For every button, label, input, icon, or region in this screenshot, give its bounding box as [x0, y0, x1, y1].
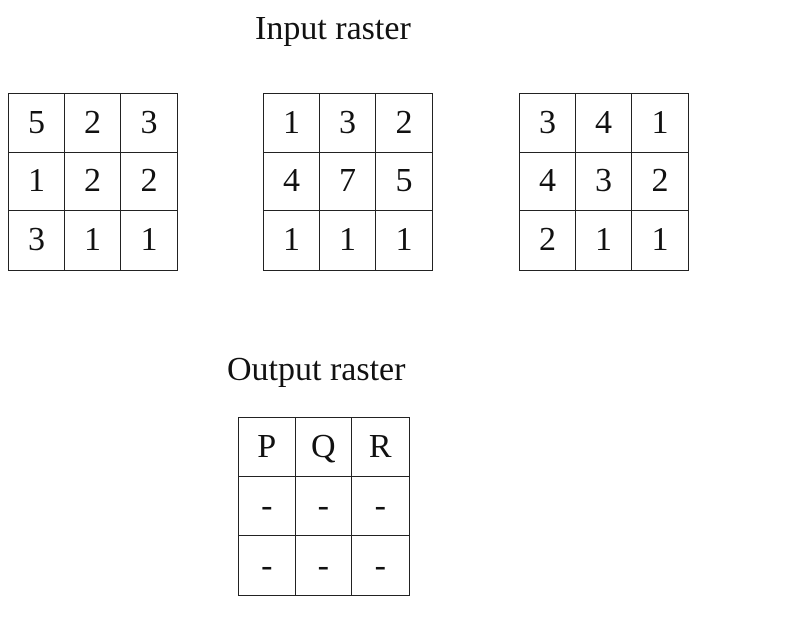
- raster-cell: 2: [520, 211, 576, 270]
- raster-cell: 3: [320, 94, 376, 153]
- raster-cell: -: [374, 546, 386, 584]
- raster-cell: -: [296, 536, 352, 595]
- raster-cell: 1: [651, 221, 669, 259]
- raster-cell: 7: [320, 152, 376, 211]
- raster-cell: 1: [140, 221, 158, 259]
- raster-cell: 1: [395, 221, 413, 259]
- raster-cell: 1: [320, 211, 376, 270]
- input-raster-title: Input raster: [255, 10, 411, 47]
- raster-cell: 2: [65, 94, 121, 153]
- raster-cell: 2: [632, 153, 688, 211]
- raster-cell: R: [352, 418, 409, 477]
- raster-cell: -: [239, 536, 296, 595]
- raster-cell: 1: [9, 152, 65, 211]
- raster-cell: P: [239, 418, 296, 477]
- raster-cell: 3: [121, 94, 177, 153]
- raster-cell: 2: [121, 153, 177, 211]
- raster-cell: 1: [264, 211, 320, 270]
- raster-cell: 4: [264, 152, 320, 211]
- raster-cell: 3: [520, 94, 576, 153]
- raster-cell: 5: [9, 94, 65, 153]
- raster-cell: 3: [9, 211, 65, 270]
- raster-cell: -: [295, 477, 352, 536]
- raster-cell: 1: [632, 94, 688, 153]
- raster-cell: 4: [576, 94, 632, 153]
- raster-cell: 2: [65, 152, 121, 211]
- raster-cell: 1: [576, 211, 632, 270]
- raster-cell: 2: [376, 94, 432, 153]
- raster-cell: Q: [295, 418, 352, 477]
- raster-cell: -: [239, 477, 296, 536]
- raster-cell: 4: [520, 152, 576, 211]
- raster-cell: 1: [65, 211, 121, 270]
- output-raster-title: Output raster: [227, 351, 406, 388]
- raster-cell: 1: [264, 94, 320, 153]
- raster-cell: 5: [376, 153, 432, 211]
- raster-cell: 3: [576, 152, 632, 211]
- raster-cell: -: [352, 477, 409, 536]
